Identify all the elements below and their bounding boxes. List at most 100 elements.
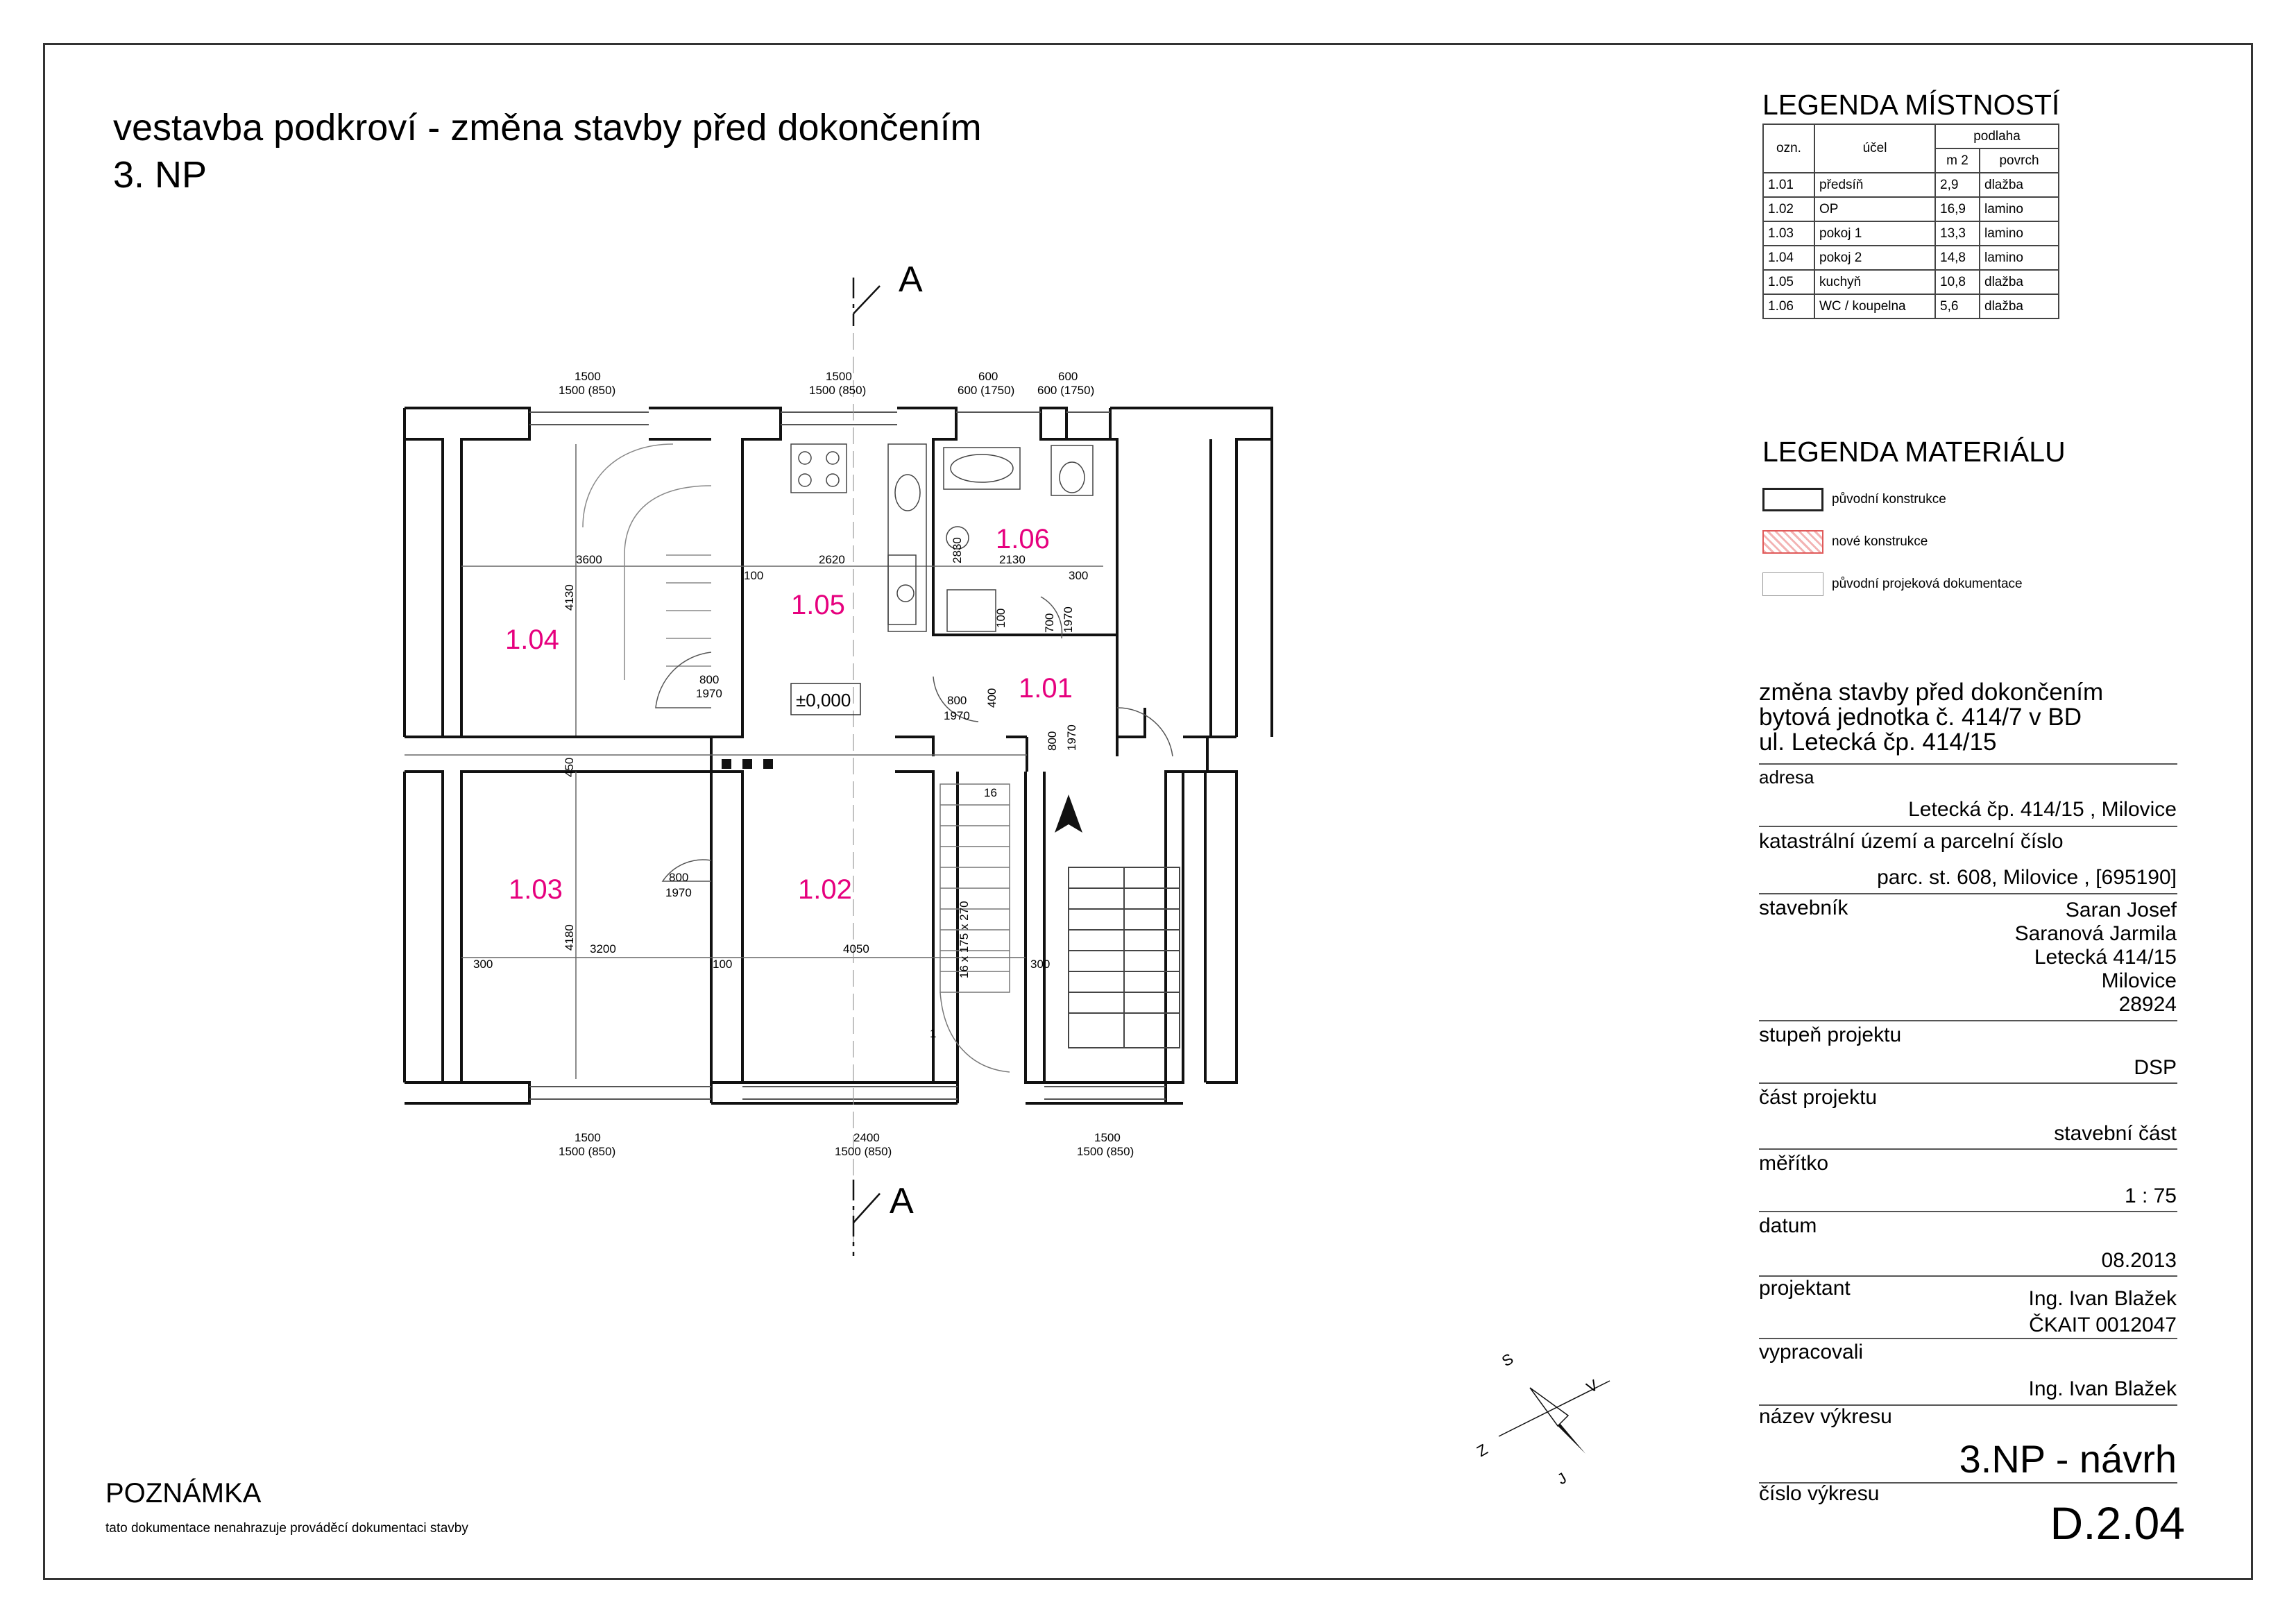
cell-area: 14,8	[1934, 245, 1980, 271]
drawing-title: vestavba podkroví - změna stavby před do…	[113, 104, 982, 198]
cell-surface: dlažba	[1979, 172, 2059, 198]
level-mark: ±0,000	[796, 690, 851, 711]
compass-icon: S V J Z	[1474, 1350, 1610, 1488]
cell-code: 1.02	[1762, 196, 1815, 222]
cell-area: 2,9	[1934, 172, 1980, 198]
builder-value: Saran Josef Saranová Jarmila Letecká 414…	[2015, 899, 2177, 1017]
original-construction-label: původní konstrukce	[1832, 492, 1946, 507]
builder-line: 28924	[2118, 993, 2177, 1016]
title-block-divider	[1759, 1404, 2177, 1406]
dim-label: 300	[473, 958, 493, 971]
room-1-02: 1.02	[798, 874, 852, 905]
neighbour-walls	[403, 408, 1273, 1082]
dim-label: 2830	[951, 537, 964, 563]
cell-surface: lamino	[1979, 196, 2059, 222]
drawing-number-value: D.2.04	[2050, 1497, 2185, 1549]
compass-z: Z	[1474, 1441, 1490, 1460]
walls	[405, 407, 1273, 1105]
cell-area: 10,8	[1934, 269, 1980, 295]
dimension-lines	[405, 444, 1103, 1079]
dim-label: 1	[930, 1027, 936, 1040]
note-text: tato dokumentace nenahrazuje prováděcí d…	[105, 1521, 468, 1536]
cell-code: 1.01	[1762, 172, 1815, 198]
address-label: adresa	[1759, 767, 1814, 788]
compass-j: J	[1554, 1469, 1570, 1488]
address-value: Letecká čp. 414/15 , Milovice	[1908, 798, 2177, 821]
cell-purpose: předsíň	[1814, 172, 1936, 198]
door-swings	[655, 596, 1173, 882]
spiral-stair	[582, 443, 712, 680]
dim-label: 300	[1030, 958, 1050, 971]
cell-code: 1.06	[1762, 294, 1815, 319]
header-surface: povrch	[1979, 148, 2059, 173]
title-block-divider	[1759, 1482, 2177, 1484]
prepared-value: Ing. Ivan Blažek	[2028, 1377, 2177, 1400]
designer-value: Ing. Ivan Blažek ČKAIT 0012047	[2029, 1286, 2177, 1339]
door-height: 1970	[944, 709, 970, 722]
title-block-divider	[1759, 1211, 2177, 1212]
material-legend-title: LEGENDA MATERIÁLU	[1762, 436, 2066, 468]
date-value: 08.2013	[2101, 1249, 2177, 1272]
original-documentation-swatch	[1762, 572, 1823, 596]
dim-label: 2620	[819, 553, 845, 566]
builder-line: Letecká 414/15	[2034, 946, 2177, 969]
windows	[529, 411, 1166, 1100]
door-width: 800	[699, 673, 719, 686]
dim-label: 100	[994, 609, 1007, 628]
cell-surface: lamino	[1979, 245, 2059, 271]
room-1-03: 1.03	[509, 874, 563, 905]
cell-code: 1.04	[1762, 245, 1815, 271]
header-purpose: účel	[1814, 124, 1936, 173]
designer-line: Ing. Ivan Blažek	[2028, 1287, 2177, 1310]
straight-stair	[939, 783, 1010, 1073]
part-value: stavební část	[2054, 1122, 2177, 1145]
dim-label: 300	[1069, 569, 1088, 582]
door-height: 1970	[696, 687, 722, 700]
title-block-divider	[1759, 763, 2177, 765]
project-name: změna stavby před dokončením bytová jedn…	[1759, 680, 2103, 755]
window-dim: 1500 (850)	[809, 384, 866, 397]
dim-label: 4050	[843, 942, 869, 955]
dim-label: 2130	[999, 553, 1026, 566]
original-construction-swatch	[1762, 488, 1823, 511]
cell-code: 1.05	[1762, 269, 1815, 295]
window-dim: 600 (1750)	[958, 384, 1014, 397]
date-label: datum	[1759, 1214, 1817, 1237]
dim-label: 4180	[563, 924, 576, 951]
designer-line: ČKAIT 0012047	[2029, 1314, 2177, 1336]
stage-value: DSP	[2134, 1056, 2177, 1079]
cell-area: 5,6	[1934, 294, 1980, 319]
builder-line: Milovice	[2101, 969, 2177, 992]
prepared-label: vypracovali	[1759, 1341, 1864, 1363]
stage-label: stupeň projektu	[1759, 1023, 1902, 1046]
builder-line: Saran Josef	[2065, 899, 2177, 921]
window-dim: 600 (1750)	[1037, 384, 1094, 397]
section-mark-bottom: A	[890, 1181, 914, 1221]
stairs-spec: 16 x 175 x 270	[958, 901, 971, 978]
vent-squares	[722, 759, 773, 769]
part-label: část projektu	[1759, 1086, 1878, 1109]
cell-surface: dlažba	[1979, 294, 2059, 319]
room-1-01: 1.01	[1019, 673, 1073, 704]
title-block-divider	[1759, 1020, 2177, 1021]
builder-label: stavebník	[1759, 897, 1848, 919]
dim-label: 100	[713, 958, 732, 971]
window-dim: 600	[1058, 370, 1078, 383]
cell-surface: lamino	[1979, 221, 2059, 246]
stairwell-flights	[1068, 867, 1180, 1048]
cadastre-label: katastrální území a parcelní číslo	[1759, 830, 2064, 853]
room-legend-title: LEGENDA MÍSTNOSTÍ	[1762, 89, 2060, 121]
window-dim: 600	[978, 370, 998, 383]
cell-purpose: WC / koupelna	[1814, 294, 1936, 319]
window-dim: 1500	[575, 370, 601, 383]
scale-value: 1 : 75	[2124, 1184, 2177, 1207]
window-dim: 1500 (850)	[559, 1145, 615, 1158]
drawing-name-value: 3.NP - návrh	[1959, 1437, 2177, 1481]
door-height: 1970	[1062, 606, 1075, 633]
room-1-06: 1.06	[996, 524, 1050, 554]
